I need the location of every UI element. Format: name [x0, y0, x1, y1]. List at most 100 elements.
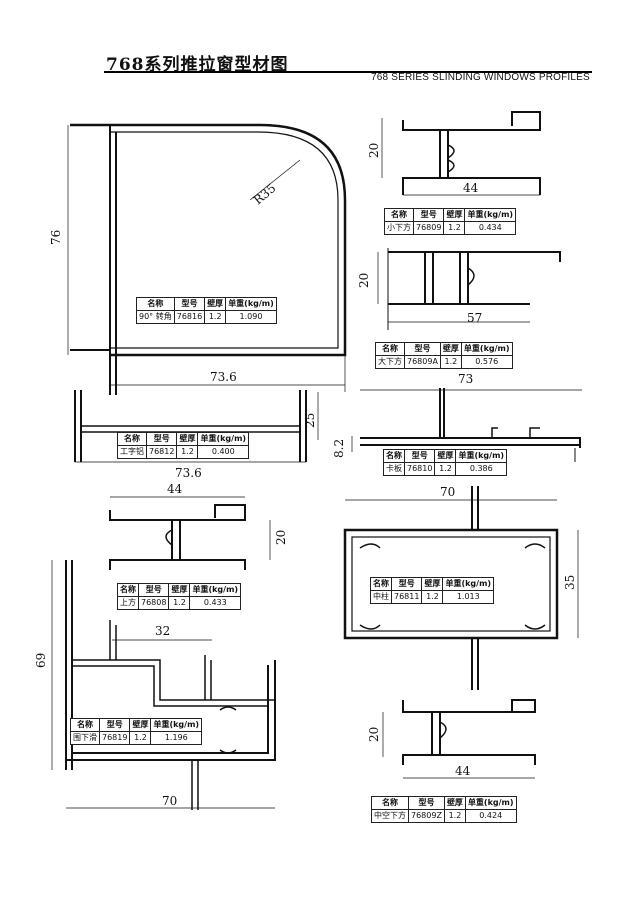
dim-frame-slide-width: 70 [162, 794, 177, 808]
cell-name: 大下方 [375, 355, 405, 369]
hdr-name: 名称 [136, 297, 175, 311]
page-subtitle: 768 SERIES SLINDING WINDOWS PROFILES [371, 72, 590, 83]
cell-weight: 0.424 [464, 809, 517, 823]
hdr-wall: 壁厚 [421, 577, 444, 591]
cell-weight: 0.433 [189, 596, 242, 610]
hdr-wall: 壁厚 [443, 208, 466, 222]
hdr-wall: 壁厚 [434, 449, 457, 463]
cell-name: 卡板 [383, 462, 405, 476]
profile-upper [109, 496, 271, 570]
cell-weight: 0.400 [197, 445, 250, 459]
dim-large-lower-height: 20 [357, 273, 371, 288]
profile-large-lower [377, 248, 561, 330]
profile-mullion [343, 486, 579, 690]
hdr-weight: 单重(kg/m) [464, 796, 517, 810]
dim-frame-slide-height: 69 [34, 653, 48, 668]
profile-clip [351, 388, 582, 462]
hdr-weight: 单重(kg/m) [464, 208, 517, 222]
cell-wall: 1.2 [439, 355, 462, 369]
dim-upper-height: 20 [274, 530, 288, 545]
cell-wall: 1.2 [176, 445, 199, 459]
cell-model: 76812 [145, 445, 178, 459]
hdr-name: 名称 [70, 718, 100, 732]
dim-i-beam-width: 73.6 [175, 466, 202, 480]
cell-wall: 1.2 [443, 221, 466, 235]
hdr-model: 型号 [412, 208, 445, 222]
cell-weight: 0.434 [464, 221, 517, 235]
cell-model: 76810 [403, 462, 436, 476]
cell-name: 90° 转角 [136, 310, 175, 324]
cell-model: 76809Z [408, 809, 445, 823]
hdr-weight: 单重(kg/m) [189, 583, 242, 597]
dim-mullion-height: 35 [563, 575, 577, 590]
cell-wall: 1.2 [443, 809, 466, 823]
cell-model: 76811 [390, 590, 423, 604]
cell-model: 76816 [173, 310, 206, 324]
hdr-model: 型号 [408, 796, 445, 810]
profile-corner [67, 123, 347, 395]
dim-clip-height: 8.2 [332, 439, 346, 458]
cell-wall: 1.2 [129, 731, 152, 745]
hdr-name: 名称 [370, 577, 392, 591]
hdr-model: 型号 [404, 342, 441, 356]
cell-weight: 1.196 [150, 731, 203, 745]
hdr-name: 名称 [117, 432, 147, 446]
dim-small-lower-height: 20 [367, 143, 381, 158]
hdr-weight: 单重(kg/m) [442, 577, 495, 591]
cell-wall: 1.2 [204, 310, 227, 324]
hdr-model: 型号 [98, 718, 131, 732]
hdr-wall: 壁厚 [439, 342, 462, 356]
dim-corner-width: 73.6 [210, 370, 237, 384]
dim-clip-width: 73 [458, 372, 473, 386]
hdr-name: 名称 [375, 342, 405, 356]
hdr-wall: 壁厚 [129, 718, 152, 732]
hdr-name: 名称 [384, 208, 414, 222]
dim-mullion-width: 70 [440, 485, 455, 499]
hdr-model: 型号 [403, 449, 436, 463]
cell-weight: 0.576 [460, 355, 513, 369]
cell-weight: 1.090 [225, 310, 277, 324]
cell-weight: 0.386 [455, 462, 508, 476]
cell-model: 76808 [137, 596, 170, 610]
hdr-weight: 单重(kg/m) [150, 718, 203, 732]
hdr-wall: 壁厚 [204, 297, 227, 311]
cell-name: 围下滑 [70, 731, 100, 745]
hdr-model: 型号 [145, 432, 178, 446]
dim-hollow-lower-width: 44 [455, 764, 471, 778]
dim-large-lower-width: 57 [467, 311, 482, 325]
cell-name: 中空下方 [371, 809, 409, 823]
hdr-weight: 单重(kg/m) [197, 432, 250, 446]
dim-hollow-lower-height: 20 [367, 727, 381, 742]
cell-name: 工字铝 [117, 445, 147, 459]
hdr-weight: 单重(kg/m) [460, 342, 513, 356]
hdr-name: 名称 [383, 449, 405, 463]
hdr-weight: 单重(kg/m) [225, 297, 277, 311]
cell-wall: 1.2 [168, 596, 191, 610]
hdr-model: 型号 [137, 583, 170, 597]
dim-corner-height: 76 [49, 230, 63, 245]
page-title: 768系列推拉窗型材图 [106, 55, 289, 75]
cell-wall: 1.2 [421, 590, 444, 604]
hdr-name: 名称 [117, 583, 139, 597]
cell-name: 中柱 [370, 590, 392, 604]
title-rule [104, 71, 592, 73]
hdr-wall: 壁厚 [168, 583, 191, 597]
cell-model: 76809A [404, 355, 441, 369]
cell-wall: 1.2 [434, 462, 457, 476]
dim-small-lower-width: 44 [463, 181, 479, 195]
dim-frame-slide-top: 32 [155, 624, 170, 638]
cell-model: 76819 [98, 731, 131, 745]
hdr-model: 型号 [390, 577, 423, 591]
profile-small-lower [381, 111, 541, 196]
hdr-weight: 单重(kg/m) [455, 449, 508, 463]
hdr-wall: 壁厚 [443, 796, 466, 810]
